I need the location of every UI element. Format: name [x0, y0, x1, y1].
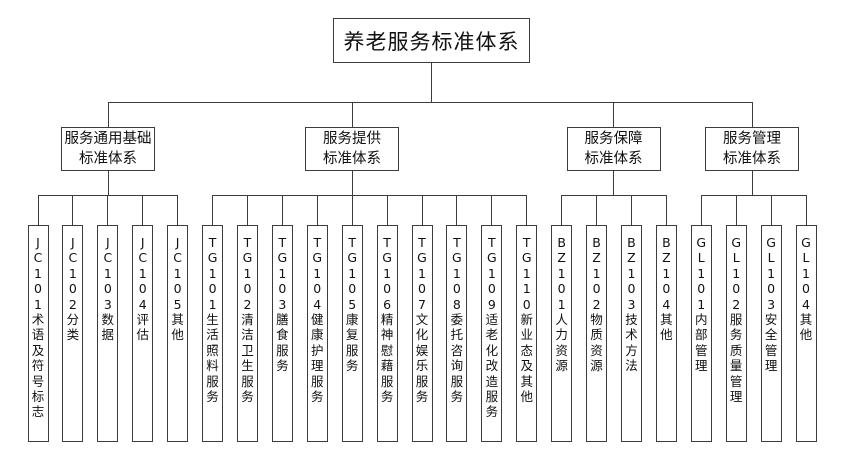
connector-leaf-drop [735, 195, 737, 225]
connector-leaf-drop [351, 195, 353, 225]
leaf-node-label: J C 1 0 2 分 类 [66, 235, 80, 343]
connector-leaf-drop [212, 195, 214, 225]
connector-leaf-drop [700, 195, 702, 225]
connector-leaf-drop [37, 195, 39, 225]
connector-leaf-drop [281, 195, 283, 225]
leaf-node-gl103: G L 1 0 3 安 全 管 理 [760, 225, 782, 442]
leaf-node-label: G L 1 0 1 内 部 管 理 [695, 235, 708, 374]
connector-leaf-drop [456, 195, 458, 225]
leaf-node-label: G L 1 0 4 其 他 [799, 235, 813, 343]
leaf-node-gl101: G L 1 0 1 内 部 管 理 [690, 225, 712, 442]
leaf-node-tg107: T G 1 0 7 文 化 娱 乐 服 务 [411, 225, 433, 442]
connector-leaf-drop [107, 195, 109, 225]
leaf-node-label: B Z 1 0 1 人 力 资 源 [555, 235, 568, 374]
connector-leaf-drop [142, 195, 144, 225]
leaf-node-label: J C 1 0 1 术 语 及 符 号 标 志 [31, 235, 45, 420]
leaf-node-label: J C 1 0 3 数 据 [101, 235, 115, 343]
connector-level1-bus [108, 102, 752, 103]
connector-leaf-drop [630, 195, 632, 225]
connector-leaf-drop [316, 195, 318, 225]
connector-branch-drop [351, 102, 353, 127]
branch-node-3: 服务保障标准体系 [566, 127, 661, 171]
branch-node-label: 标准体系 [723, 151, 781, 167]
connector-branch-to-bus [351, 171, 353, 195]
leaf-node-label: T G 1 0 9 适 老 化 改 造 服 务 [485, 235, 499, 420]
connector-root-drop [431, 63, 432, 102]
leaf-node-tg104: T G 1 0 4 健 康 护 理 服 务 [306, 225, 328, 442]
leaf-node-jc104: J C 1 0 4 评 估 [132, 225, 154, 442]
leaf-node-jc101: J C 1 0 1 术 语 及 符 号 标 志 [27, 225, 49, 442]
leaf-node-label: T G 1 0 6 精 神 慰 藉 服 务 [380, 235, 394, 405]
connector-leaf-bus [561, 195, 667, 196]
connector-leaf-drop [526, 195, 528, 225]
connector-leaf-drop [596, 195, 598, 225]
connector-leaf-bus [701, 195, 806, 196]
leaf-node-gl102: G L 1 0 2 服 务 质 量 管 理 [725, 225, 747, 442]
connector-leaf-drop [177, 195, 179, 225]
leaf-node-label: T G 1 0 8 委 托 咨 询 服 务 [450, 235, 464, 405]
connector-leaf-drop [246, 195, 248, 225]
connector-branch-to-bus [107, 171, 109, 195]
leaf-node-label: T G 1 0 2 清 洁 卫 生 服 务 [241, 235, 254, 405]
connector-leaf-bus [212, 195, 527, 196]
connector-leaf-drop [421, 195, 423, 225]
leaf-node-label: B Z 1 0 3 技 术 方 法 [625, 235, 638, 374]
connector-leaf-drop [386, 195, 388, 225]
connector-branch-drop [613, 102, 614, 127]
leaf-node-label: B Z 1 0 2 物 质 资 源 [590, 235, 603, 374]
branch-node-1: 服务通用基础标准体系 [61, 127, 155, 171]
connector-branch-drop [751, 102, 753, 127]
connector-branch-drop [107, 102, 109, 127]
connector-leaf-drop [491, 195, 493, 225]
branch-node-label: 标准体系 [584, 151, 643, 167]
leaf-node-gl104: G L 1 0 4 其 他 [795, 225, 817, 442]
leaf-node-label: T G 1 0 5 康 复 服 务 [345, 235, 359, 374]
leaf-node-jc103: J C 1 0 3 数 据 [97, 225, 119, 442]
connector-leaf-drop [561, 195, 563, 225]
branch-node-label: 服务通用基础 [64, 131, 152, 147]
branch-node-label: 服务管理 [723, 131, 781, 147]
leaf-node-bz103: B Z 1 0 3 技 术 方 法 [620, 225, 642, 442]
leaf-node-label: T G 1 0 4 健 康 护 理 服 务 [311, 235, 324, 405]
connector-leaf-drop [72, 195, 74, 225]
leaf-node-tg102: T G 1 0 2 清 洁 卫 生 服 务 [236, 225, 258, 442]
leaf-node-tg110: T G 1 1 0 新 业 态 及 其 他 [516, 225, 538, 442]
leaf-node-label: T G 1 1 0 新 业 态 及 其 他 [520, 235, 533, 405]
leaf-node-tg108: T G 1 0 8 委 托 咨 询 服 务 [446, 225, 468, 442]
branch-node-label: 标准体系 [323, 151, 381, 167]
root-node: 养老服务标准体系 [333, 18, 530, 63]
leaf-node-tg105: T G 1 0 5 康 复 服 务 [341, 225, 363, 442]
leaf-node-jc105: J C 1 0 5 其 他 [167, 225, 189, 442]
leaf-node-label: J C 1 0 4 评 估 [136, 235, 149, 343]
leaf-node-label: B Z 1 0 4 其 他 [660, 235, 673, 343]
connector-branch-to-bus [613, 171, 614, 195]
branch-node-2: 服务提供标准体系 [305, 127, 399, 171]
leaf-node-tg101: T G 1 0 1 生 活 照 料 服 务 [202, 225, 224, 442]
connector-branch-to-bus [751, 171, 753, 195]
leaf-node-jc102: J C 1 0 2 分 类 [62, 225, 84, 442]
leaf-node-tg106: T G 1 0 6 精 神 慰 藉 服 务 [376, 225, 398, 442]
leaf-node-bz101: B Z 1 0 1 人 力 资 源 [551, 225, 573, 442]
connector-leaf-drop [770, 195, 772, 225]
leaf-node-label: T G 1 0 7 文 化 娱 乐 服 务 [415, 235, 429, 405]
leaf-node-tg109: T G 1 0 9 适 老 化 改 造 服 务 [481, 225, 503, 442]
leaf-node-label: G L 1 0 2 服 务 质 量 管 理 [729, 235, 743, 405]
root-node-label: 养老服务标准体系 [343, 29, 520, 54]
branch-node-label: 服务保障 [584, 131, 643, 147]
leaf-node-tg103: T G 1 0 3 膳 食 服 务 [271, 225, 293, 442]
leaf-node-bz104: B Z 1 0 4 其 他 [655, 225, 677, 442]
leaf-node-label: J C 1 0 5 其 他 [171, 235, 184, 343]
leaf-node-label: T G 1 0 1 生 活 照 料 服 务 [206, 235, 219, 405]
leaf-node-bz102: B Z 1 0 2 物 质 资 源 [586, 225, 608, 442]
leaf-node-label: T G 1 0 3 膳 食 服 务 [276, 235, 289, 374]
branch-node-label: 服务提供 [323, 131, 381, 147]
branch-node-label: 标准体系 [79, 151, 137, 167]
leaf-node-label: G L 1 0 3 安 全 管 理 [764, 235, 778, 374]
branch-node-4: 服务管理标准体系 [705, 127, 799, 171]
connector-leaf-drop [805, 195, 807, 225]
connector-leaf-drop [665, 195, 667, 225]
